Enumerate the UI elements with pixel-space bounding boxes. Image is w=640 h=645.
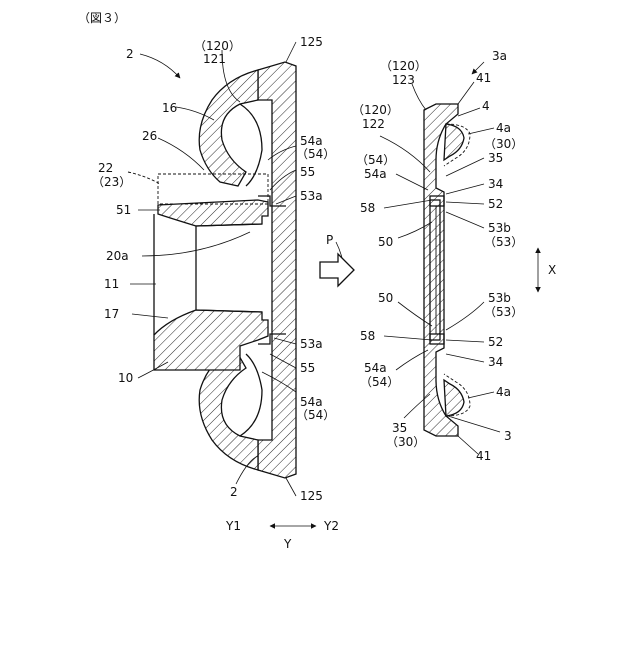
label-125-top: 125 (300, 35, 323, 49)
label-y: Y (283, 537, 292, 551)
label-121: 121 (203, 52, 226, 66)
label-54a-right-bottom: 54a (364, 361, 387, 375)
label-53b-top: 53b (488, 221, 511, 235)
label-52-top: 52 (488, 197, 503, 211)
label-50-bottom: 50 (378, 291, 393, 305)
left-assembly (154, 62, 296, 478)
right-assembly (424, 104, 470, 436)
label-10: 10 (118, 371, 133, 385)
label-34-top: 34 (488, 177, 503, 191)
label-54a-bottom: 54a (300, 395, 323, 409)
label-16: 16 (162, 101, 177, 115)
label-23: （23） (92, 175, 131, 189)
label-11: 11 (104, 277, 119, 291)
label-41-top: 41 (476, 71, 491, 85)
label-y1: Y1 (225, 519, 241, 533)
label-53a-bottom: 53a (300, 337, 323, 351)
label-54a-top: 54a (300, 134, 323, 148)
label-54-right-bottom: （54） (360, 375, 399, 389)
label-53b-bottom: 53b (488, 291, 511, 305)
label-123: 123 (392, 73, 415, 87)
label-4a-bottom: 4a (496, 385, 511, 399)
label-50-top: 50 (378, 235, 393, 249)
label-55-bottom: 55 (300, 361, 315, 375)
label-125-bottom: 125 (300, 489, 323, 503)
label-4a-top: 4a (496, 121, 511, 135)
label-53-top: （53） (484, 235, 523, 249)
label-51: 51 (116, 203, 131, 217)
label-22: 22 (98, 161, 113, 175)
label-p: P (326, 233, 333, 247)
label-54-top: （54） (296, 147, 335, 161)
label-20a: 20a (106, 249, 129, 263)
back-plate (258, 62, 296, 478)
label-x: X (548, 263, 556, 277)
label-53-bottom: （53） (484, 305, 523, 319)
label-55-top: 55 (300, 165, 315, 179)
label-2-bottom: 2 (230, 485, 238, 499)
label-41-bottom: 41 (476, 449, 491, 463)
label-52-bottom: 52 (488, 335, 503, 349)
lower-dome (199, 354, 258, 470)
label-3: 3 (504, 429, 512, 443)
label-53a-top: 53a (300, 189, 323, 203)
label-54-bottom: （54） (296, 408, 335, 422)
label-120-c: （120） (352, 103, 399, 117)
y-direction: Y1 Y2 Y (225, 519, 339, 551)
label-34-bottom: 34 (488, 355, 503, 369)
label-122: 122 (362, 117, 385, 131)
label-54-right: （54） (356, 153, 395, 167)
label-30-top: （30） (484, 137, 523, 151)
arrow-p: P (320, 233, 354, 286)
label-58-bottom: 58 (360, 329, 375, 343)
label-120-a: （120） (194, 39, 241, 53)
label-4: 4 (482, 99, 490, 113)
label-3a: 3a (492, 49, 507, 63)
label-58-top: 58 (360, 201, 375, 215)
label-2-top: 2 (126, 47, 134, 61)
label-120-b: （120） (380, 59, 427, 73)
label-35-top: 35 (488, 151, 503, 165)
label-54a-right: 54a (364, 167, 387, 181)
label-26: 26 (142, 129, 157, 143)
label-17: 17 (104, 307, 119, 321)
figure-title: （図３） (78, 11, 126, 25)
label-y2: Y2 (323, 519, 339, 533)
label-30-bottom: （30） (386, 435, 425, 449)
label-35-bottom: 35 (392, 421, 407, 435)
